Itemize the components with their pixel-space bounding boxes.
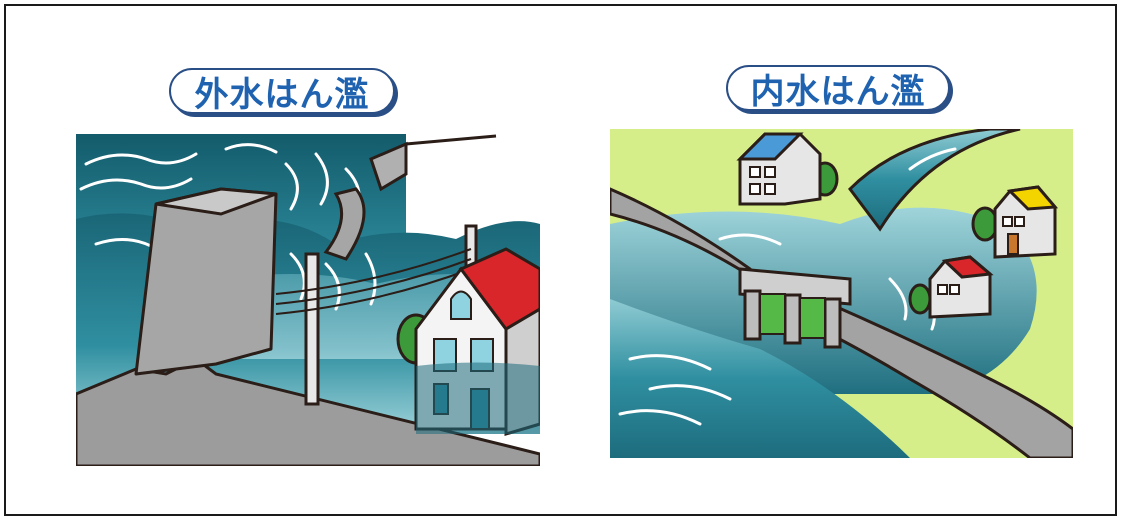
external-flood-label-text: 外水はん濫 (194, 74, 370, 115)
internal-flood-label-text: 内水はん濫 (750, 71, 926, 112)
levee-edge (405, 134, 497, 146)
broken-levee (369, 141, 408, 192)
house-yellow-roof (971, 185, 1059, 259)
levee-top (155, 187, 277, 216)
internal-flood-label: 内水はん濫 (726, 65, 950, 112)
house-red-roof (908, 255, 994, 319)
house-blue-roof (736, 132, 839, 206)
levee-lower (818, 302, 1073, 458)
external-flood-illustration (76, 134, 540, 466)
figure-frame: 外水はん濫 内水はん濫 (4, 4, 1117, 516)
sluice-gate (738, 267, 852, 349)
house-flood-water (416, 362, 540, 434)
external-flood-label: 外水はん濫 (169, 68, 395, 115)
channel (848, 129, 1021, 232)
internal-flood-illustration (610, 129, 1073, 458)
collapsed-wall (323, 187, 366, 261)
levee (134, 187, 278, 376)
